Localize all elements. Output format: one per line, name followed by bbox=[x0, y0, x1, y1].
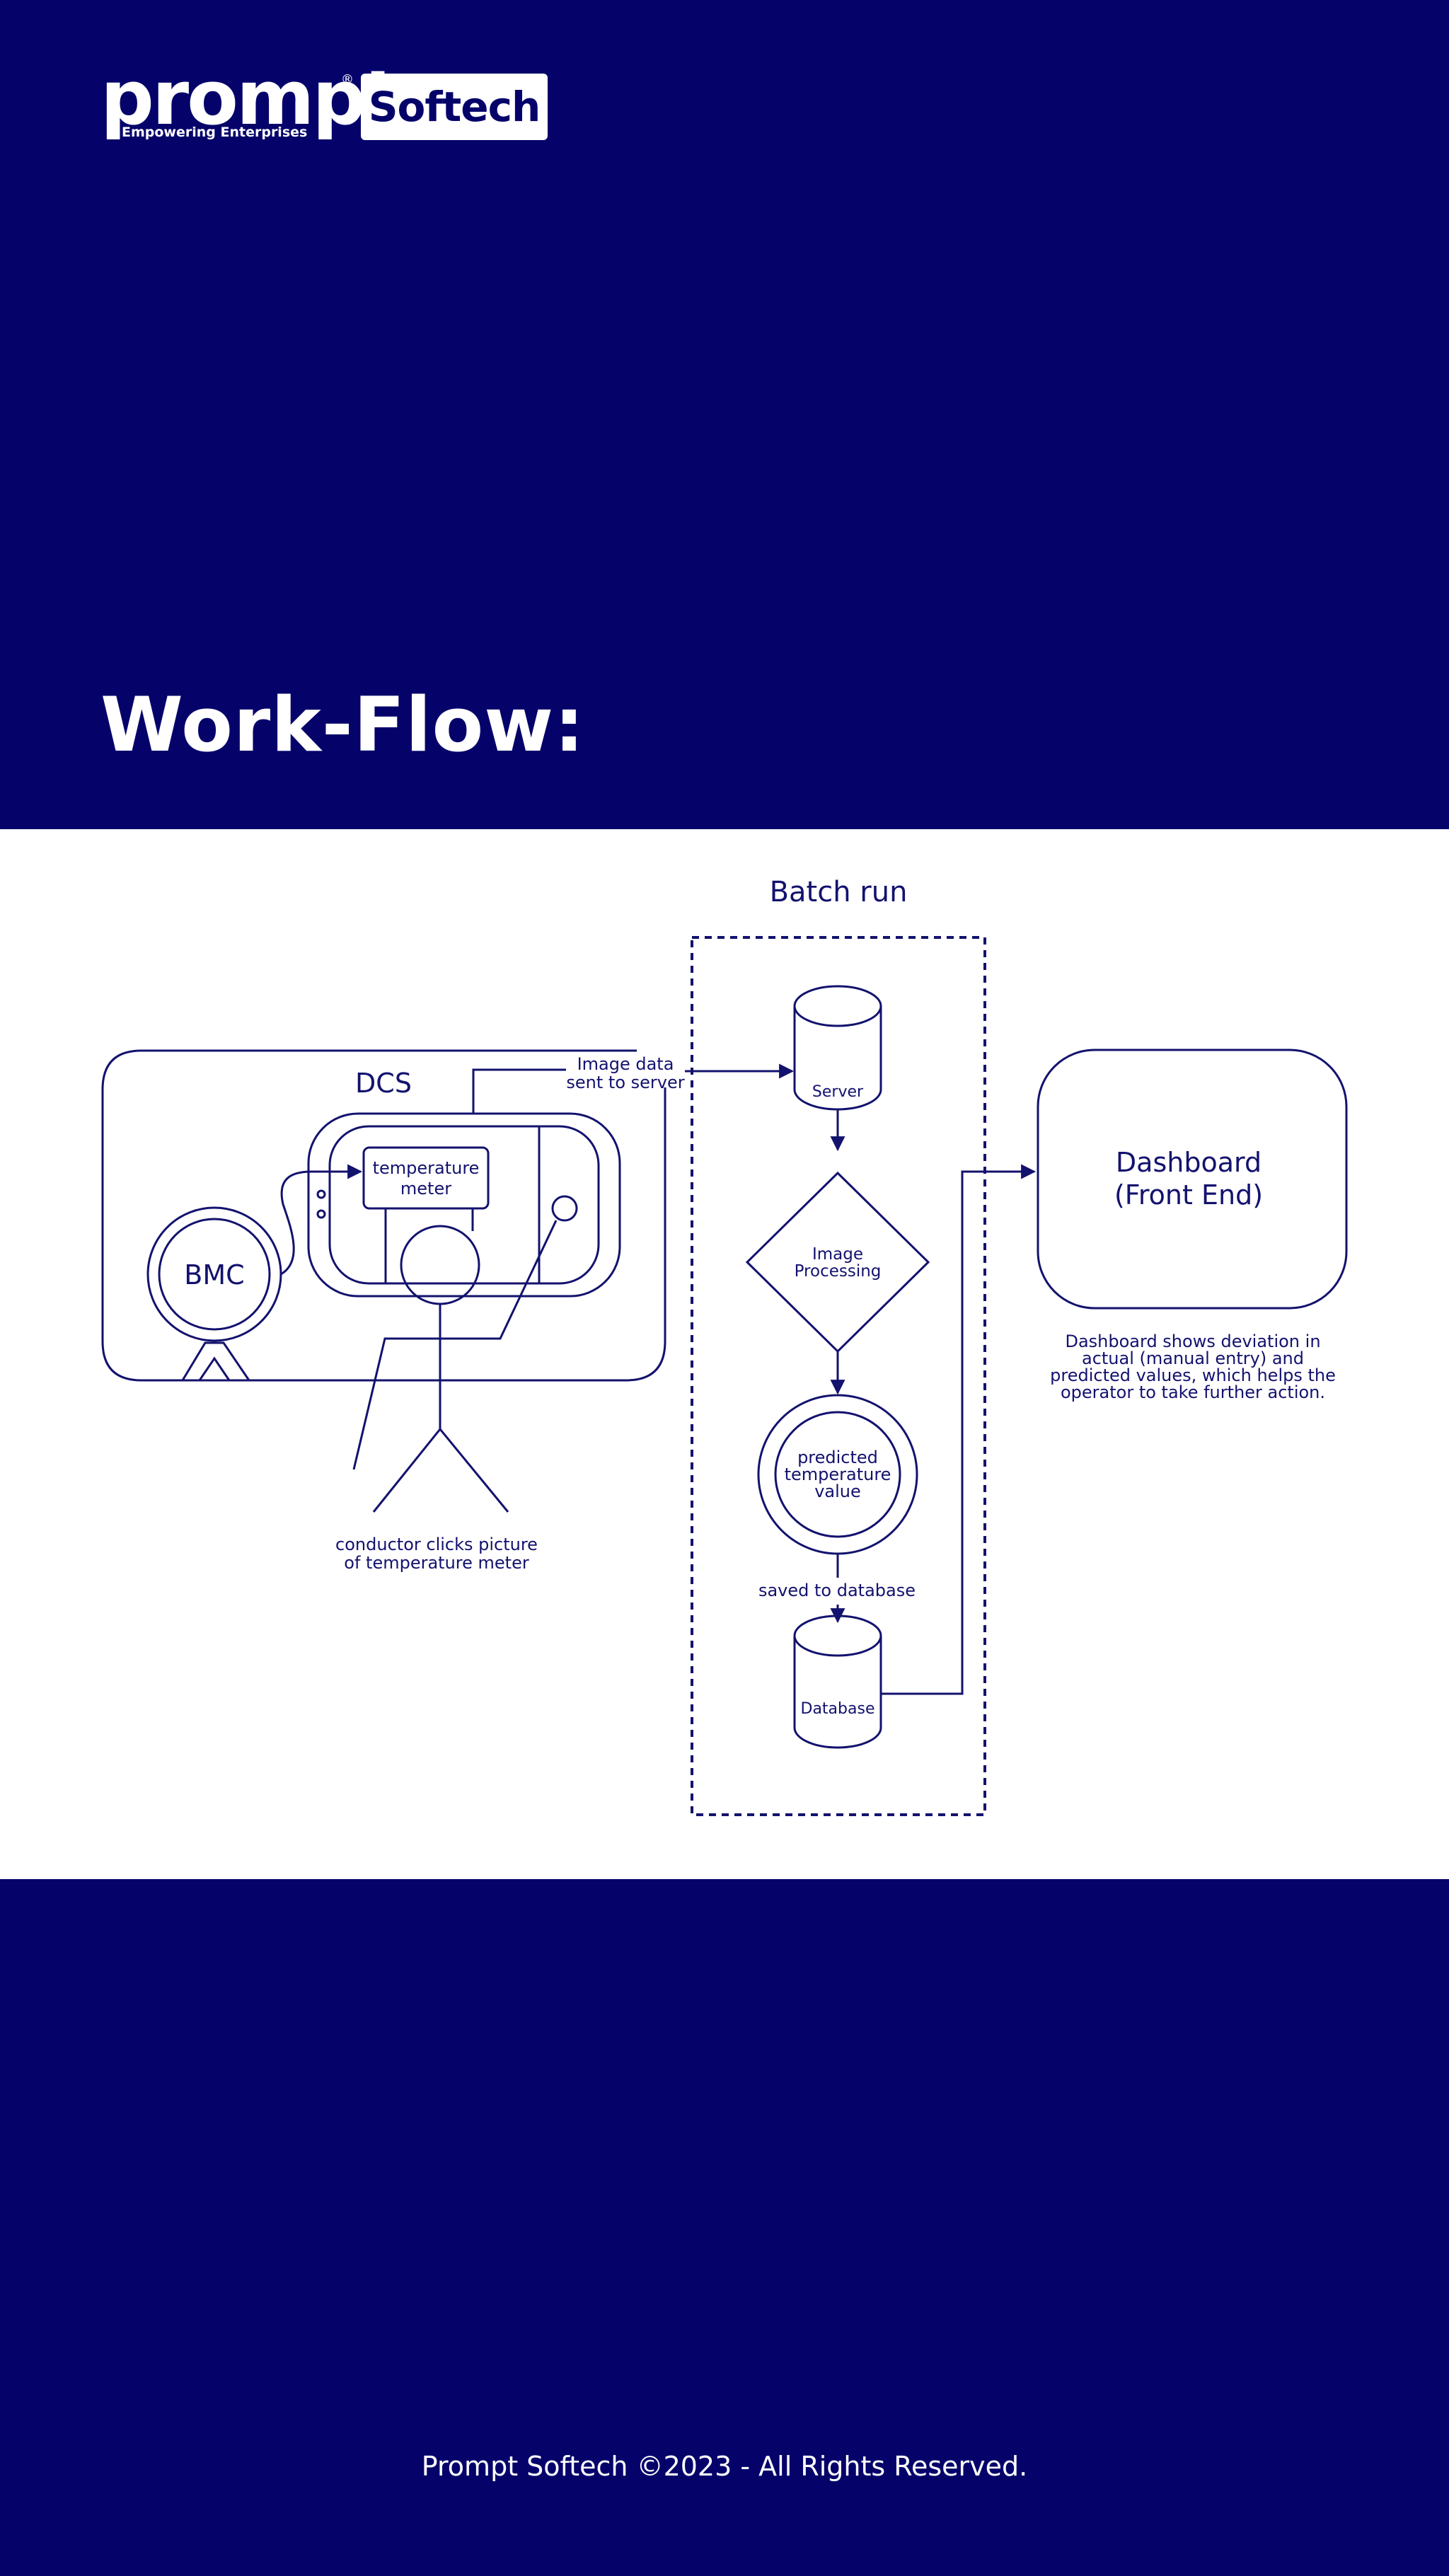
predicted-label-line1: predicted bbox=[797, 1448, 878, 1467]
device-inner-frame bbox=[328, 1125, 600, 1285]
page-title: Work-Flow: bbox=[100, 681, 585, 768]
dashboard-caption-line4: operator to take further action. bbox=[1061, 1382, 1325, 1402]
server-cylinder-top bbox=[793, 985, 882, 1027]
device-dot-icon bbox=[316, 1209, 326, 1219]
database-cylinder-top bbox=[793, 1615, 882, 1657]
footer-copyright: Prompt Softech ©2023 - All Rights Reserv… bbox=[421, 2451, 1028, 2482]
temperature-meter-label-line2: meter bbox=[400, 1179, 451, 1199]
brand-softech-box: Softech bbox=[361, 74, 548, 140]
workflow-diagram: Batch run DCS BMC temperature meter Imag… bbox=[101, 876, 1348, 1816]
conductor-caption-line2: of temperature meter bbox=[344, 1553, 529, 1573]
database-cylinder bbox=[793, 1636, 882, 1749]
brand-softech-label: Softech bbox=[368, 83, 541, 131]
device-dial-icon bbox=[551, 1195, 578, 1222]
dashboard-box bbox=[1037, 1049, 1348, 1310]
database-dashboard-arrow bbox=[881, 1164, 1037, 1695]
bmc-inner-circle bbox=[158, 1218, 271, 1331]
bmc-label: BMC bbox=[184, 1259, 244, 1290]
conductor-caption-line1: conductor clicks picture bbox=[335, 1535, 538, 1554]
dashboard-caption-line3: predicted values, which helps the bbox=[1050, 1365, 1336, 1385]
bmc-stand bbox=[181, 1341, 250, 1381]
database-label: Database bbox=[801, 1700, 875, 1718]
device-outer-frame bbox=[307, 1112, 621, 1298]
saved-to-database-label: saved to database bbox=[758, 1581, 916, 1600]
conductor-arm bbox=[352, 1220, 558, 1470]
image-processing-label-line1: Image bbox=[812, 1245, 863, 1264]
dashboard-caption-line1: Dashboard shows deviation in bbox=[1065, 1332, 1320, 1351]
image-data-label-line1: Image data bbox=[577, 1054, 674, 1074]
brand-logo: prompt ® Empowering Enterprises Softech bbox=[100, 61, 553, 149]
dcs-label: DCS bbox=[355, 1068, 412, 1099]
brand-name: prompt bbox=[100, 54, 400, 141]
conductor-head bbox=[400, 1225, 480, 1305]
image-processing-label-line2: Processing bbox=[795, 1262, 882, 1281]
image-data-line bbox=[472, 1068, 566, 1114]
predicted-label-line3: value bbox=[814, 1482, 861, 1501]
server-label: Server bbox=[812, 1083, 864, 1101]
predicted-inner-circle bbox=[774, 1411, 901, 1538]
conductor-legs bbox=[372, 1427, 509, 1513]
device-dot-icon bbox=[316, 1189, 326, 1199]
bmc-meter-connector bbox=[280, 1164, 363, 1276]
dashboard-label-line1: Dashboard bbox=[1116, 1147, 1262, 1178]
dcs-frame bbox=[101, 1049, 666, 1382]
batch-run-label: Batch run bbox=[770, 876, 908, 908]
dashboard-label-line2: (Front End) bbox=[1114, 1179, 1263, 1211]
temperature-meter-box bbox=[362, 1146, 490, 1210]
dashboard-caption-line2: actual (manual entry) and bbox=[1082, 1348, 1304, 1368]
registered-mark: ® bbox=[341, 72, 354, 87]
brand-tagline: Empowering Enterprises bbox=[122, 125, 308, 140]
temperature-meter-label-line1: temperature bbox=[373, 1158, 480, 1178]
bmc-stand-inner bbox=[198, 1356, 231, 1381]
workflow-panel: Batch run DCS BMC temperature meter Imag… bbox=[0, 829, 1449, 1879]
predicted-label-line2: temperature bbox=[785, 1465, 891, 1484]
image-data-label-line2: sent to server bbox=[566, 1073, 684, 1092]
batch-run-container bbox=[691, 936, 986, 1816]
